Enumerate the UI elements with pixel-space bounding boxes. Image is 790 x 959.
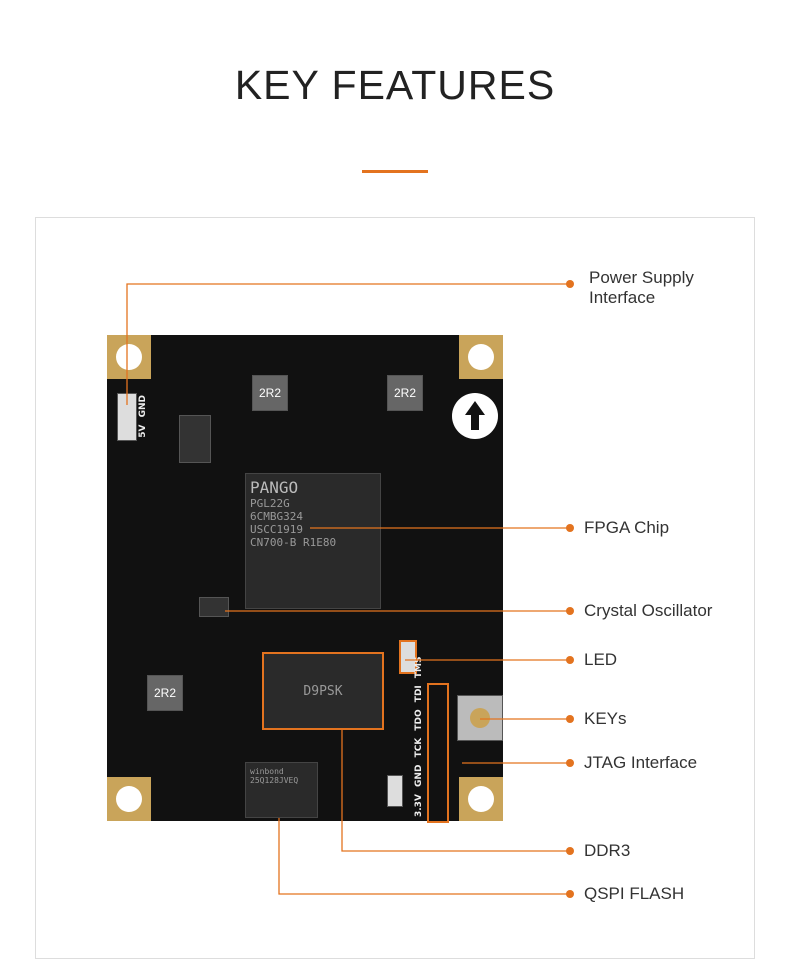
label-line: Power Supply — [589, 268, 694, 287]
led — [387, 775, 403, 807]
label-line: Interface — [589, 288, 656, 307]
power-supply-label: Power Supply Interface — [589, 268, 694, 308]
mounting-hole — [459, 777, 503, 821]
inductor: 2R2 — [387, 375, 423, 411]
qspi-flash-label: QSPI FLASH — [584, 884, 685, 903]
qspi-callout-line — [278, 818, 570, 895]
ddr3-chip: D9PSK — [262, 652, 384, 730]
callout-dot — [566, 759, 574, 767]
callout-dot — [566, 607, 574, 615]
led-label: LED — [584, 650, 618, 669]
title-underline — [362, 170, 428, 173]
arrow-up-icon — [452, 393, 498, 439]
power-callout-line — [126, 283, 570, 405]
fpga-board-image: 5V GND 2R2 2R2 2R2 PANGO PGL22G 6CMBG324… — [107, 335, 503, 823]
crystal-oscillator-label: Crystal Oscillator — [584, 601, 713, 620]
callout-dot — [566, 524, 574, 532]
inductor: 2R2 — [252, 375, 288, 411]
keys-label: KEYs — [584, 709, 627, 728]
jtag-label: JTAG Interface — [584, 753, 698, 772]
fpga-marking: PGL22G — [250, 497, 290, 510]
callout-dot — [566, 890, 574, 898]
mounting-hole — [459, 335, 503, 379]
ddr3-label: DDR3 — [584, 841, 631, 860]
jtag-header — [427, 683, 449, 823]
callout-dot — [566, 715, 574, 723]
fpga-chip-label: FPGA Chip — [584, 518, 670, 537]
fpga-marking: PANGO — [250, 478, 299, 497]
dip-switch — [179, 415, 211, 463]
page-title: KEY FEATURES — [234, 62, 556, 108]
callout-dot — [566, 280, 574, 288]
inductor: 2R2 — [147, 675, 183, 711]
callout-dot — [566, 656, 574, 664]
fpga-marking: USCC1919 — [250, 523, 303, 536]
fpga-marking: 6CMBG324 — [250, 510, 303, 523]
crystal-oscillator — [199, 597, 229, 617]
callout-lines — [126, 280, 574, 898]
ddr3-callout-line — [341, 730, 570, 852]
fpga-chip: PANGO PGL22G 6CMBG324 USCC1919 CN700-B R… — [245, 473, 381, 609]
callout-dot — [566, 847, 574, 855]
mounting-hole — [107, 335, 151, 379]
qspi-flash-chip: winbond 25Q128JVEQ — [245, 762, 318, 818]
led — [399, 640, 417, 674]
mounting-hole — [107, 777, 151, 821]
key-button — [457, 695, 503, 741]
fpga-marking: CN700-B R1E80 — [250, 536, 337, 549]
